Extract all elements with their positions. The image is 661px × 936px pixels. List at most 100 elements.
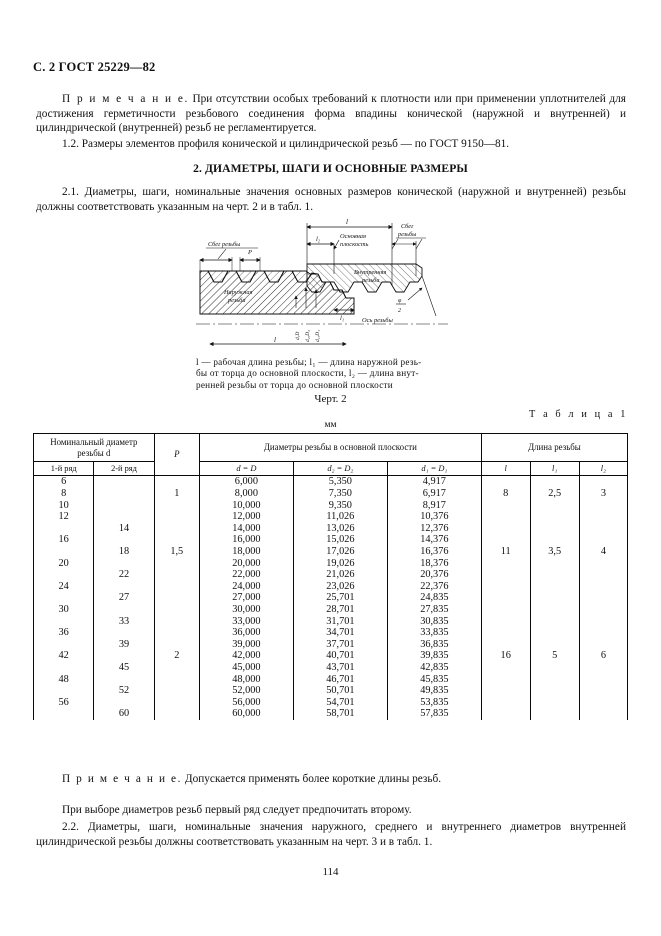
figure-legend-line-2: бы от торца до основной плоскости, l₂ — … bbox=[196, 368, 419, 379]
cell-d2-D2: 43,701 bbox=[292, 661, 388, 674]
cell-d-D: 33,000 bbox=[198, 615, 294, 627]
svg-text:l: l bbox=[274, 337, 276, 344]
th-d1-D1: d₁ = D₁ bbox=[386, 461, 482, 477]
cell-length-l2: 6 bbox=[578, 592, 629, 720]
svg-text:l₂: l₂ bbox=[316, 236, 321, 243]
svg-text:резьба: резьба bbox=[227, 297, 246, 304]
figure-legend-line-1: l — рабочая длина резьбы; l₁ — длина нар… bbox=[196, 357, 422, 367]
cell-d-D: 18,000 bbox=[198, 545, 294, 558]
cell-row2-diameter bbox=[93, 626, 155, 639]
thread-profile-drawing: l l₂ Основная плоскость Сбег резьбы Сбег… bbox=[186, 216, 478, 344]
thread-drawing-svg: l l₂ Основная плоскость Сбег резьбы Сбег… bbox=[196, 218, 448, 342]
cell-row2-diameter bbox=[93, 696, 155, 709]
cell-d2-D2: 25,701 bbox=[292, 592, 388, 604]
th-nominal-diameter: Номинальный диаметр резьбы d bbox=[33, 432, 155, 463]
th-d-D: d = D bbox=[198, 461, 294, 477]
cell-row1-diameter: 24 bbox=[32, 580, 95, 593]
th-l: l bbox=[480, 461, 531, 477]
cell-row1-diameter: 16 bbox=[32, 534, 95, 546]
cell-d2-D2: 15,026 bbox=[292, 534, 388, 546]
cell-row2-diameter: 27 bbox=[93, 592, 155, 604]
cell-d1-D1: 57,835 bbox=[386, 708, 482, 720]
cell-d2-D2: 13,026 bbox=[292, 522, 388, 535]
cell-d1-D1: 30,835 bbox=[386, 615, 482, 627]
cell-row1-diameter bbox=[32, 545, 95, 558]
cell-row2-diameter bbox=[93, 499, 155, 511]
cell-length-l1: 5 bbox=[529, 592, 580, 720]
cell-d-D: 56,000 bbox=[198, 696, 294, 709]
svg-text:d₁,D₁: d₁,D₁ bbox=[315, 330, 321, 342]
cell-d2-D2: 37,701 bbox=[292, 638, 388, 651]
cell-d1-D1: 6,917 bbox=[386, 487, 482, 500]
svg-text:резьбы: резьбы bbox=[397, 231, 416, 238]
svg-text:плоскость: плоскость bbox=[340, 241, 368, 248]
cell-length-l: 16 bbox=[480, 592, 531, 720]
cell-d-D: 52,000 bbox=[198, 684, 294, 697]
cell-row1-diameter: 36 bbox=[32, 626, 95, 639]
cell-length-l2: 3 bbox=[578, 475, 629, 511]
cell-d2-D2: 46,701 bbox=[292, 673, 388, 685]
cell-row2-diameter bbox=[93, 510, 155, 523]
cell-row2-diameter bbox=[93, 534, 155, 546]
cell-d-D: 42,000 bbox=[198, 650, 294, 662]
th-pitch: P bbox=[153, 432, 200, 477]
after-table-paragraph: При выборе диаметров резьб первый ряд сл… bbox=[62, 804, 412, 816]
drawing-dimension-l: l bbox=[196, 336, 396, 356]
cell-d-D: 30,000 bbox=[198, 603, 294, 616]
table-caption: Т а б л и ц а 1 bbox=[529, 409, 628, 420]
clause-2-1: 2.1. Диаметры, шаги, номинальные значени… bbox=[36, 186, 626, 213]
svg-text:резьба: резьба bbox=[361, 277, 380, 284]
cell-d-D: 6,000 bbox=[198, 475, 294, 488]
cell-d1-D1: 4,917 bbox=[386, 475, 482, 488]
cell-row1-diameter: 10 bbox=[32, 499, 95, 511]
cell-d2-D2: 40,701 bbox=[292, 650, 388, 662]
th-length-group: Длина резьбы bbox=[480, 432, 629, 463]
svg-text:Основная: Основная bbox=[340, 233, 366, 240]
svg-text:l₁: l₁ bbox=[340, 315, 344, 322]
cell-d-D: 14,000 bbox=[198, 522, 294, 535]
cell-row1-diameter: 30 bbox=[32, 603, 95, 616]
cell-d1-D1: 18,376 bbox=[386, 557, 482, 569]
cell-d1-D1: 27,835 bbox=[386, 603, 482, 616]
cell-d2-D2: 19,026 bbox=[292, 557, 388, 569]
svg-text:φ: φ bbox=[398, 298, 402, 304]
clause-1-2: 1.2. Размеры элементов профиля коническо… bbox=[62, 138, 510, 150]
cell-d1-D1: 12,376 bbox=[386, 522, 482, 535]
figure-legend: l — рабочая длина резьбы; l₁ — длина нар… bbox=[196, 357, 486, 391]
cell-row2-diameter bbox=[93, 650, 155, 662]
note-2-text: Допускается применять более короткие дли… bbox=[182, 773, 442, 785]
cell-d-D: 36,000 bbox=[198, 626, 294, 639]
cell-row1-diameter bbox=[32, 661, 95, 674]
cell-row2-diameter bbox=[93, 557, 155, 569]
cell-d-D: 8,000 bbox=[198, 487, 294, 500]
cell-d-D: 24,000 bbox=[198, 580, 294, 593]
cell-d1-D1: 53,835 bbox=[386, 696, 482, 709]
cell-d2-D2: 7,350 bbox=[292, 487, 388, 500]
cell-d2-D2: 9,350 bbox=[292, 499, 388, 511]
svg-text:Наружная: Наружная bbox=[223, 289, 253, 296]
cell-d1-D1: 49,835 bbox=[386, 684, 482, 697]
th-row-1: 1-й ряд bbox=[32, 461, 95, 477]
cell-d-D: 48,000 bbox=[198, 673, 294, 685]
cell-d2-D2: 31,701 bbox=[292, 615, 388, 627]
cell-d2-D2: 5,350 bbox=[292, 475, 388, 488]
cell-pitch: 1 bbox=[153, 475, 200, 511]
cell-d1-D1: 42,835 bbox=[386, 661, 482, 674]
cell-row2-diameter bbox=[93, 487, 155, 500]
cell-d-D: 60,000 bbox=[198, 708, 294, 720]
